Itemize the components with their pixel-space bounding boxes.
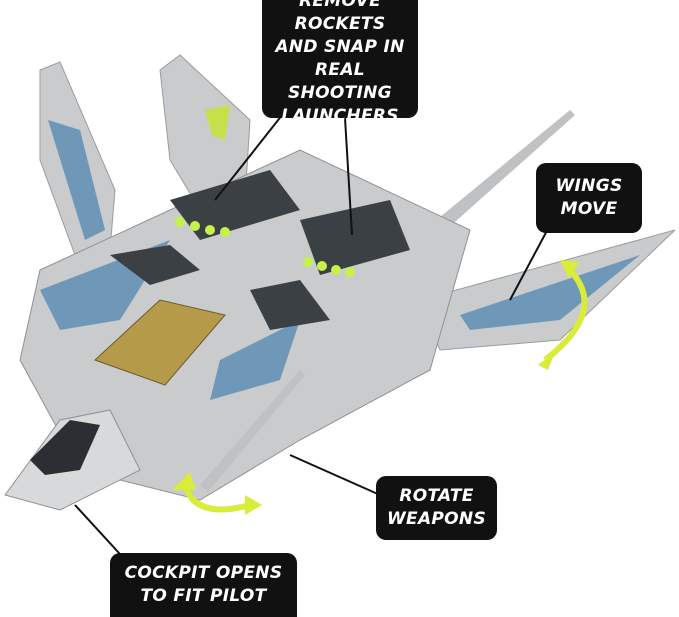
leader-line-wings bbox=[509, 224, 551, 301]
fuselage-stripe-right bbox=[210, 320, 300, 400]
callout-text: AND SNAP IN bbox=[275, 37, 405, 57]
leader-line-launchers-right bbox=[344, 117, 353, 236]
callout-wings: WINGS MOVE bbox=[536, 163, 642, 233]
rocket-launcher-right bbox=[300, 200, 410, 277]
callout-cockpit: COCKPIT OPENS TO FIT PILOT bbox=[110, 553, 297, 617]
tail-logo bbox=[205, 105, 230, 140]
weapon-rod bbox=[200, 370, 305, 492]
armor-block-2 bbox=[250, 280, 330, 330]
wings-arrow-head-bottom bbox=[538, 352, 555, 370]
callout-text: WEAPONS bbox=[386, 509, 486, 529]
callout-text: ROTATE bbox=[399, 486, 474, 506]
gold-panel bbox=[94, 299, 226, 386]
callout-text: TO FIT PILOT bbox=[140, 586, 267, 606]
callout-launchers: REMOVE ROCKETS AND SNAP IN REAL SHOOTING… bbox=[262, 0, 418, 126]
callout-text: MOVE bbox=[560, 199, 618, 219]
cockpit-canopy bbox=[30, 420, 100, 475]
weapons-rotate-arrow bbox=[182, 484, 251, 513]
callout-weapons: ROTATE WEAPONS bbox=[376, 476, 497, 540]
right-wing-stripe bbox=[460, 255, 640, 330]
callout-text: COCKPIT OPENS bbox=[124, 563, 283, 583]
wings-rotate-arrow bbox=[543, 265, 588, 363]
callout-text: LAUNCHERS bbox=[281, 106, 399, 126]
weapons-arrow-head-2 bbox=[245, 495, 262, 515]
wings-arrow-head-top bbox=[560, 260, 580, 278]
rocket-launcher-left bbox=[170, 170, 300, 240]
leader-line-weapons bbox=[289, 454, 381, 496]
callout-text: REMOVE ROCKETS bbox=[294, 0, 386, 34]
callout-text: WINGS bbox=[555, 176, 623, 196]
tail-fin-left-stripe bbox=[48, 120, 105, 240]
callout-text: REAL SHOOTING bbox=[288, 60, 392, 103]
leader-line-launchers-left bbox=[214, 104, 291, 201]
weapons-arrow-head bbox=[172, 472, 196, 490]
armor-block-1 bbox=[110, 245, 200, 285]
